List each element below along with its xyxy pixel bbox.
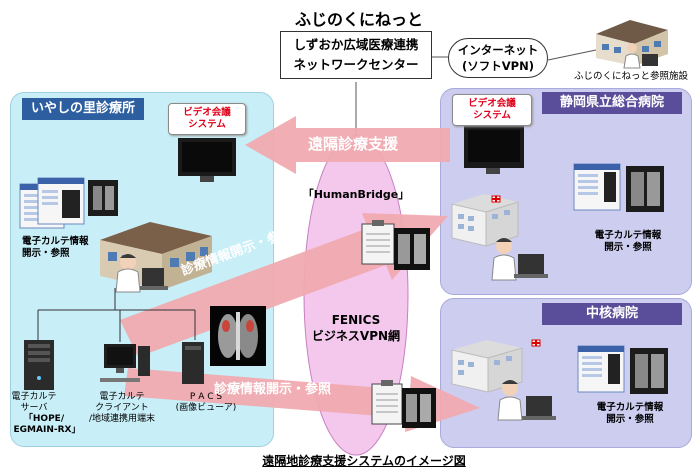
right-bottom-panel-header: 中核病院: [542, 303, 682, 325]
server-line3: 「HOPE/: [23, 414, 65, 424]
right-bottom-doctor-figure: [497, 380, 556, 421]
left-doctor-figure: [115, 254, 168, 293]
internet-line2: (ソフトVPN): [462, 59, 534, 73]
reference-facility-label: ふじのくにねっと参照施設: [573, 71, 688, 82]
right-top-ehr-line2: 開示・参照: [604, 242, 652, 253]
ehr-server-tower: [24, 340, 54, 390]
reference-facility-icon: [596, 20, 668, 69]
server-line4: EGMAIN-RX」: [13, 425, 81, 435]
info-disclosure-lower-text: 診療情報開示・参照: [214, 382, 332, 397]
fenics-line1: FENICS: [331, 313, 381, 327]
right-video-conf-line2: システム: [473, 110, 511, 121]
core-hospital-building: [451, 339, 541, 393]
right-bottom-ehr-label: 電子カルテ情報 開示・参照: [578, 402, 682, 426]
left-video-conf-line2: システム: [188, 119, 226, 130]
internet-bubble: インターネット (ソフトVPN): [448, 38, 548, 78]
left-ehr-label: 電子カルテ情報 開示・参照: [22, 236, 122, 260]
pacs-line1: P A C S: [189, 392, 223, 402]
right-bottom-ehr-line1: 電子カルテ情報: [596, 402, 664, 413]
left-ehr-line2: 開示・参照: [22, 248, 70, 259]
remote-support-arrow: [245, 116, 450, 174]
left-ehr-screens: [19, 177, 118, 229]
server-line2: サーバ: [20, 403, 48, 413]
remote-support-text: 遠隔診療支援: [308, 135, 399, 153]
humanbridge-label: 「HumanBridge」: [302, 188, 410, 201]
left-video-conf-line1: ビデオ会議: [183, 107, 231, 118]
lower-clipboard: [371, 380, 436, 428]
server-line1: 電子カルテ: [11, 392, 57, 402]
fenics-line2: ビジネスVPN網: [311, 329, 401, 343]
page-title: ふじのくにねっと: [294, 10, 423, 29]
left-video-conf-label: ビデオ会議 システム: [168, 103, 246, 135]
network-center-line1: しずおか広域医療連携: [293, 37, 419, 52]
right-top-ehr-line1: 電子カルテ情報: [594, 230, 662, 241]
network-center-box: しずおか広域医療連携 ネットワークセンター: [280, 31, 432, 79]
network-center-line2: ネットワークセンター: [293, 57, 419, 72]
right-top-panel-header: 静岡県立総合病院: [542, 92, 682, 114]
right-top-doctor-figure: [491, 238, 548, 281]
right-video-conf-line1: ビデオ会議: [468, 98, 516, 109]
client-line2: クライアント: [95, 403, 149, 413]
right-top-ehr-screens: [573, 163, 664, 212]
figure-caption: 遠隔地診療支援システムのイメージ図: [262, 454, 466, 468]
client-line1: 電子カルテ: [99, 392, 145, 402]
right-video-monitor: [464, 126, 524, 174]
pacs-label: P A C S (画像ビューア): [168, 392, 244, 414]
ehr-client-pc: [100, 344, 150, 382]
server-label: 電子カルテ サーバ 「HOPE/ EGMAIN-RX」: [11, 392, 94, 436]
prefectural-hospital-building: [451, 194, 519, 247]
fenics-label: FENICS ビジネスVPN網: [296, 312, 416, 344]
left-ehr-line1: 電子カルテ情報: [22, 236, 89, 247]
pacs-line2: (画像ビューア): [175, 403, 237, 413]
right-bottom-ehr-screens: [577, 345, 668, 394]
right-top-ehr-label: 電子カルテ情報 開示・参照: [578, 230, 678, 254]
right-bottom-ehr-line2: 開示・参照: [606, 414, 654, 425]
client-label: 電子カルテ クライアント /地域連携用端末: [76, 392, 168, 425]
client-line3: /地域連携用端末: [88, 414, 156, 424]
internet-line1: インターネット: [457, 43, 539, 57]
pacs-viewer: [182, 306, 266, 384]
upper-clipboard: [361, 220, 430, 270]
right-video-conf-label: ビデオ会議 システム: [452, 94, 532, 126]
left-video-monitor: [178, 138, 236, 182]
left-panel-header: いやしの里診療所: [22, 98, 144, 120]
